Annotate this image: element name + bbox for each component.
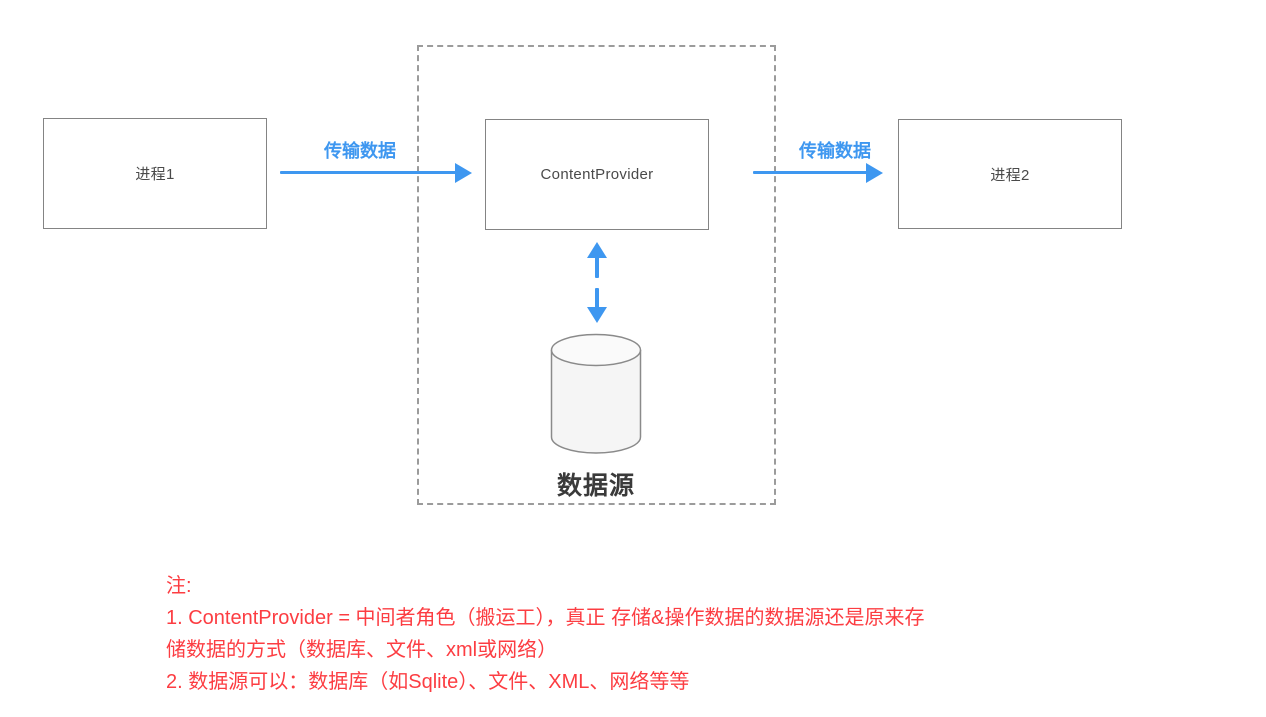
- database-cylinder-icon: [550, 333, 642, 454]
- notes-block: 注: 1. ContentProvider = 中间者角色（搬运工），真正 存储…: [166, 570, 1116, 698]
- arrow1-label: 传输数据: [324, 141, 396, 161]
- note-heading: 注:: [166, 575, 192, 597]
- content-provider-label: ContentProvider: [540, 166, 654, 183]
- arrow-down-icon: [587, 307, 607, 323]
- process1-box: 进程1: [43, 118, 267, 229]
- note-line-1: 1. ContentProvider = 中间者角色（搬运工），真正 存储&操作…: [166, 607, 925, 629]
- process1-label: 进程1: [135, 166, 175, 183]
- process2-label: 进程2: [990, 166, 1030, 184]
- content-provider-box: ContentProvider: [485, 119, 709, 230]
- note-line-2: 储数据的方式（数据库、文件、xml或网络）: [166, 639, 558, 661]
- process2-box: 进程2: [898, 119, 1122, 229]
- arrow-right-head-icon: [455, 163, 472, 183]
- note-line-3: 2. 数据源可以：数据库（如Sqlite）、文件、XML、网络等等: [166, 671, 690, 693]
- arrow-right-head-icon: [866, 163, 883, 183]
- arrow-down-line: [595, 288, 599, 309]
- arrow-right-icon: [280, 171, 456, 174]
- arrow-up-line: [595, 256, 599, 278]
- arrow2-label: 传输数据: [799, 141, 871, 161]
- arrow-up-icon: [587, 242, 607, 258]
- dashed-boundary: [417, 45, 776, 505]
- arrow-right-icon: [753, 171, 867, 174]
- data-source-label: 数据源: [556, 472, 635, 500]
